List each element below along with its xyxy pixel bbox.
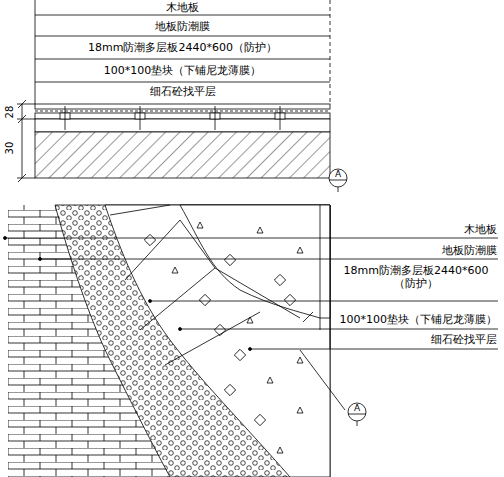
section-mark: A bbox=[330, 169, 346, 180]
layer-label: 细石砼找平层 bbox=[40, 85, 325, 98]
dimension-label: 28 bbox=[4, 102, 16, 122]
layer-label: 地板防潮膜 bbox=[40, 20, 325, 33]
layer-label: 地板防潮膜 bbox=[335, 244, 497, 257]
layer-label: 木地板 bbox=[335, 223, 497, 236]
layer-label: 细石砼找平层 bbox=[335, 333, 497, 346]
layer-label: 100*100垫块（下铺尼龙薄膜） bbox=[335, 313, 497, 326]
label-table bbox=[35, 0, 330, 104]
section-mark: A bbox=[349, 403, 365, 414]
layer-label: 100*100垫块（下铺尼龙薄膜） bbox=[40, 64, 325, 77]
layer-label: 18mm防潮多层板2440*600（防护） bbox=[40, 41, 325, 54]
cutaway-view bbox=[4, 205, 499, 477]
layer-label: 18mm防潮多层板2440*600 （防护） bbox=[335, 264, 497, 290]
dimension-label: 30 bbox=[4, 138, 16, 158]
floor-section bbox=[17, 100, 347, 192]
layer-label: 木地板 bbox=[40, 1, 325, 14]
